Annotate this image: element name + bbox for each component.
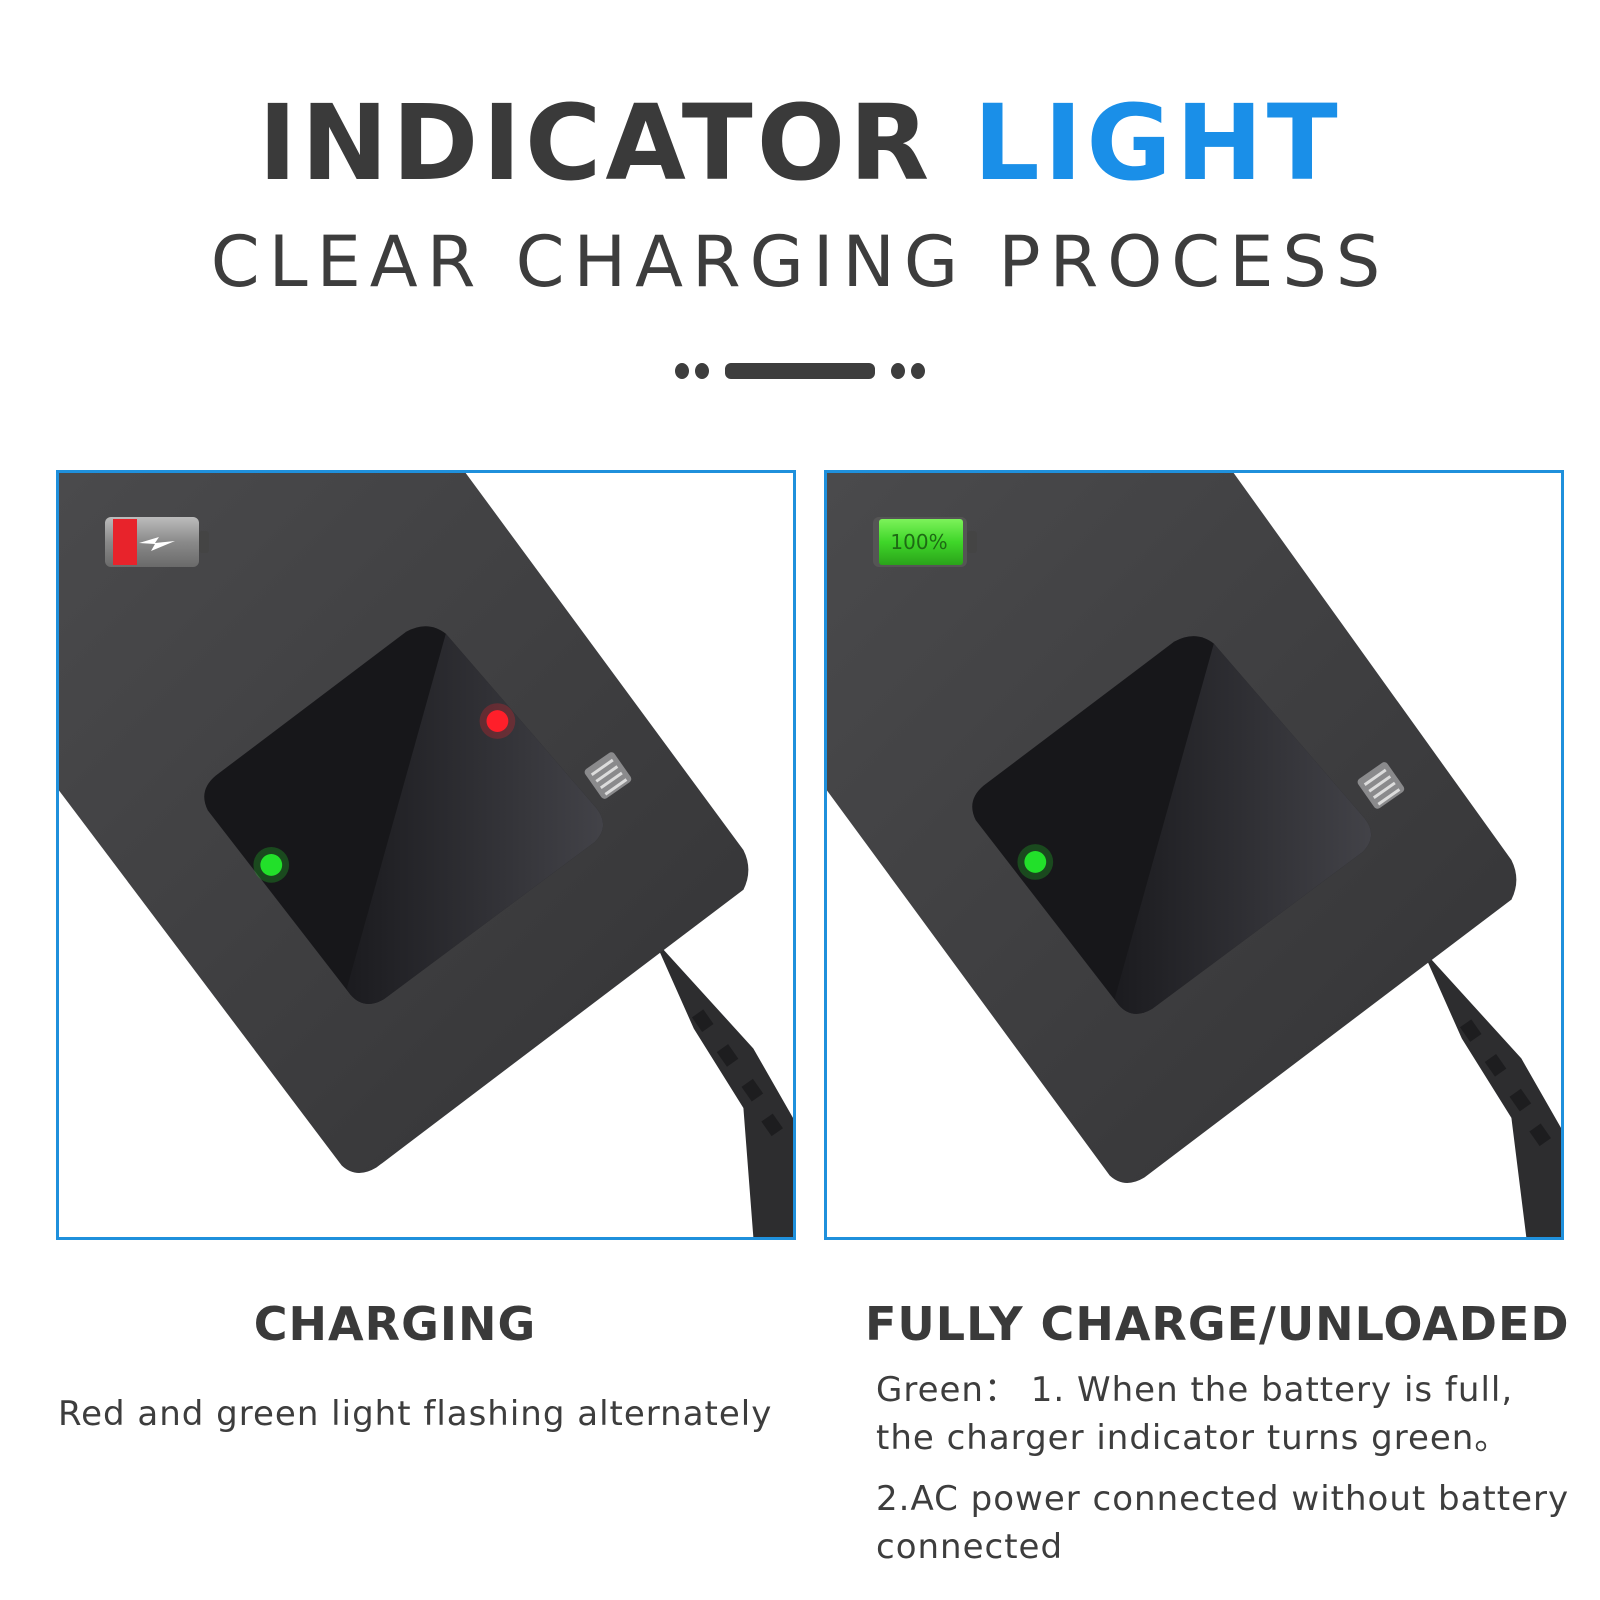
charging-description: Red and green light flashing alternately [58,1394,773,1434]
fully-charged-description-line: 2.AC power connected without battery [876,1479,1570,1519]
fully-charged-description-line: Green： 1. When the battery is full, [876,1370,1514,1410]
fully-charged-panel: 100% [824,470,1564,1240]
charger-image [59,473,793,1237]
page-title: INDICATOR LIGHT [0,88,1600,198]
fully-charged-description-line: connected [876,1527,1064,1567]
decorative-divider [0,363,1600,379]
divider-dot [911,363,925,379]
battery-low-charging-icon [105,517,209,567]
divider-bar [725,363,875,379]
title-word-indicator: INDICATOR [258,82,934,204]
divider-dot [695,363,709,379]
charging-panel [56,470,796,1240]
battery-full-icon: 100% [873,517,977,567]
charging-heading: CHARGING [253,1297,537,1351]
fully-charged-heading: FULLY CHARGE/UNLOADED [865,1297,1570,1351]
divider-dot [675,363,689,379]
green-indicator-light [260,854,283,876]
page-subtitle: CLEAR CHARGING PROCESS [210,221,1390,303]
green-indicator-light [1024,851,1047,873]
title-word-light: LIGHT [973,82,1342,204]
svg-text:100%: 100% [890,530,947,554]
divider-dot [891,363,905,379]
red-indicator-light [486,710,509,732]
fully-charged-description-line: the charger indicator turns green。 [876,1418,1510,1458]
charger-image [827,473,1561,1237]
